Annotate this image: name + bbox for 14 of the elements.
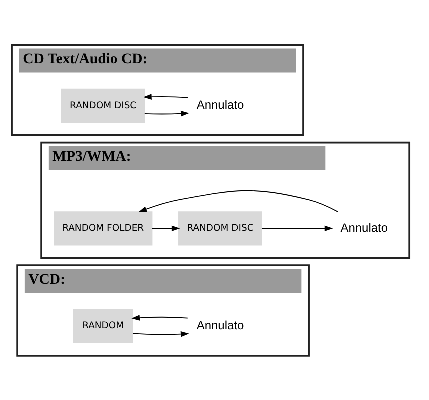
node-box: RANDOM DISC [178,211,262,246]
node-box: RANDOM [73,308,134,343]
arrow [144,94,188,100]
arrow [132,314,188,320]
arrow [144,110,190,116]
arrow [132,330,190,337]
node-box: RANDOM DISC [61,88,146,123]
arrow [138,190,338,212]
arrow [152,225,180,232]
node-box: RANDOM FOLDER [54,211,153,246]
node-text: Annulato [196,318,244,332]
node-text: Annulato [340,220,388,234]
arrow [262,225,334,232]
node-text: Annulato [196,98,244,112]
